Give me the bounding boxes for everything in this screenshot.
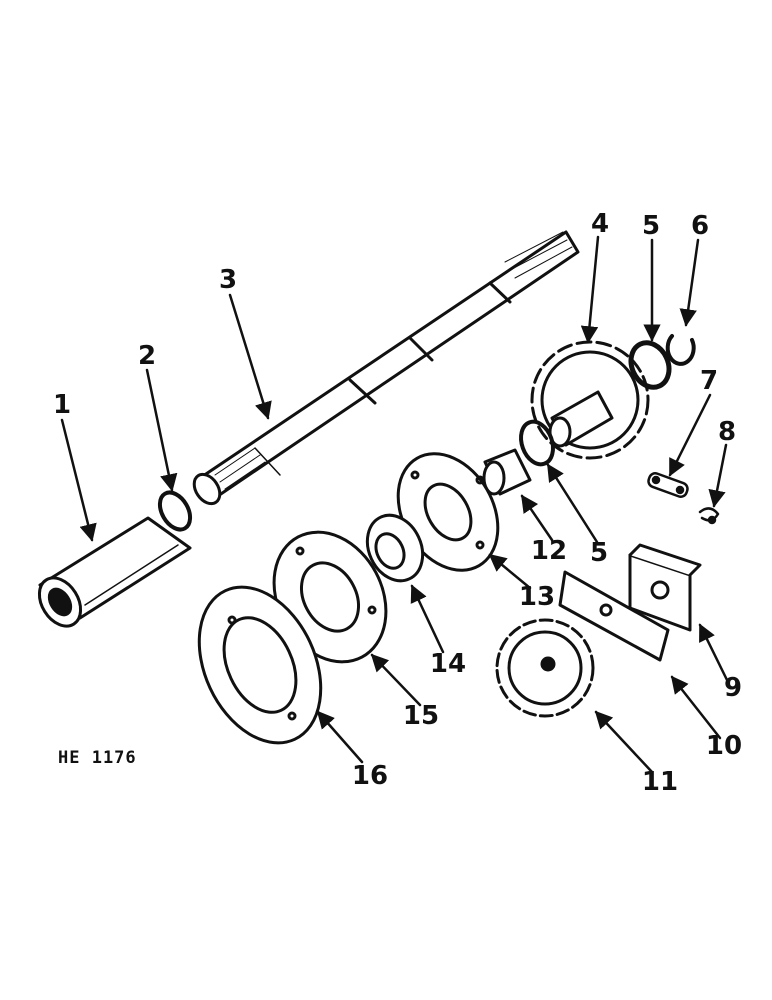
washer-part-lower xyxy=(519,419,555,467)
callout-16: 16 xyxy=(351,761,389,791)
callout-15: 15 xyxy=(402,701,440,731)
callout-13: 13 xyxy=(518,582,556,612)
snap-ring-part xyxy=(157,490,193,532)
callout-3: 3 xyxy=(218,265,238,295)
callout-11: 11 xyxy=(641,767,679,797)
connector-clip-part xyxy=(698,507,720,525)
bearing-part xyxy=(365,513,425,583)
callout-6: 6 xyxy=(690,211,710,241)
spacer-plate-part xyxy=(558,570,670,662)
bushing-part xyxy=(482,448,532,496)
callout-5-lower: 5 xyxy=(589,538,609,568)
figure-code: HE 1176 xyxy=(58,748,137,768)
callout-10: 10 xyxy=(705,731,743,761)
retaining-ring-part xyxy=(665,334,696,366)
callout-2: 2 xyxy=(137,341,157,371)
bracket-part xyxy=(628,543,702,632)
callout-5: 5 xyxy=(641,211,661,241)
callout-4: 4 xyxy=(590,209,610,239)
callout-7: 7 xyxy=(699,366,719,396)
callout-12: 12 xyxy=(530,536,568,566)
chain-link-part xyxy=(647,472,689,498)
callout-14: 14 xyxy=(429,649,467,679)
callout-1: 1 xyxy=(52,390,72,420)
sleeve-part xyxy=(37,516,192,628)
idler-sprocket-part xyxy=(495,618,595,718)
callout-8: 8 xyxy=(717,417,737,447)
drive-sprocket-part xyxy=(530,340,650,460)
washer-part xyxy=(628,340,672,390)
gasket-part xyxy=(197,585,323,745)
shaft-part xyxy=(192,230,580,506)
callout-9: 9 xyxy=(723,673,743,703)
